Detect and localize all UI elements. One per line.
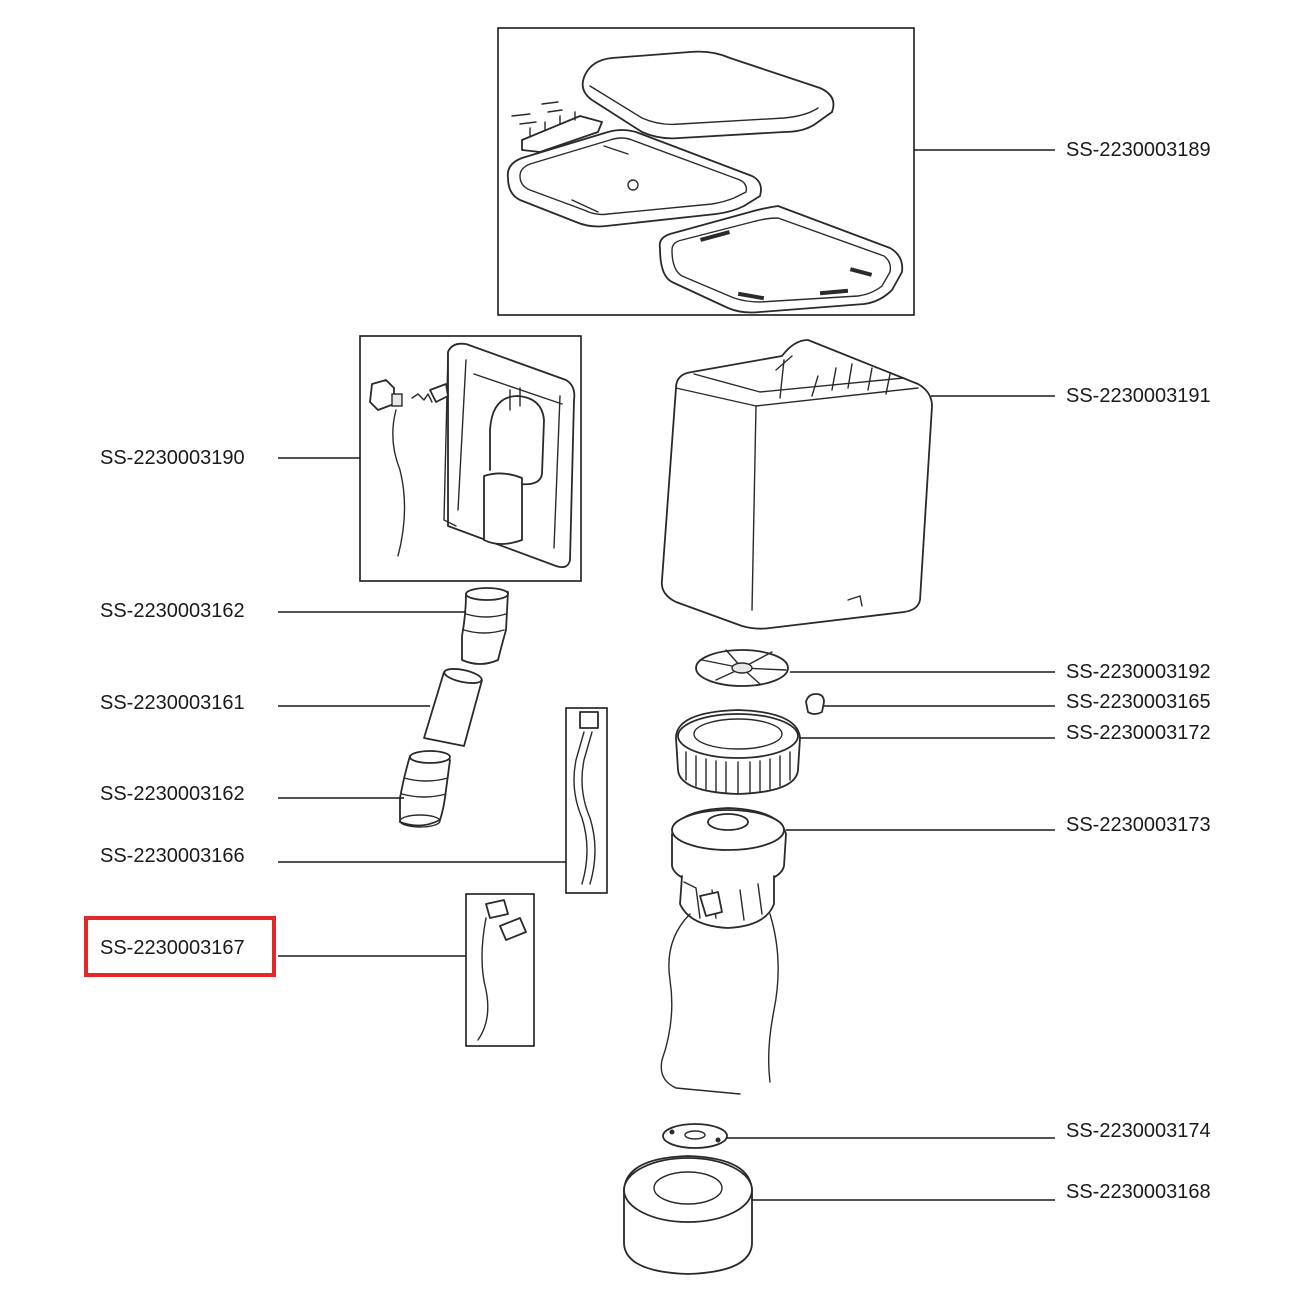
label-ss-2230003189[interactable]: SS-2230003189 <box>1066 139 1211 161</box>
label-ss-2230003161[interactable]: SS-2230003161 <box>100 692 245 714</box>
label-ss-2230003192[interactable]: SS-2230003192 <box>1066 661 1211 683</box>
label-ss-2230003172[interactable]: SS-2230003172 <box>1066 722 1211 744</box>
motor-part[interactable] <box>660 807 787 1095</box>
label-ss-2230003173[interactable]: SS-2230003173 <box>1066 814 1211 836</box>
foam-filter-part[interactable] <box>623 1155 753 1275</box>
small-cap-part[interactable] <box>805 693 825 715</box>
hose-part[interactable] <box>565 707 608 894</box>
label-ss-2230003166[interactable]: SS-2230003166 <box>100 845 245 867</box>
motor-base-part[interactable] <box>662 1123 728 1149</box>
connector-tube-bottom-part[interactable] <box>399 750 451 828</box>
outer-housing-part[interactable] <box>660 339 933 630</box>
label-ss-2230003190[interactable]: SS-2230003190 <box>100 447 245 469</box>
label-ss-2230003162-top[interactable]: SS-2230003162 <box>100 600 245 622</box>
switch-wire-part[interactable] <box>465 893 535 1047</box>
connector-tube-top-part[interactable] <box>461 587 509 665</box>
lid-assembly-part[interactable] <box>497 27 915 316</box>
label-ss-2230003167[interactable]: SS-2230003167 <box>100 937 245 959</box>
impeller-part[interactable] <box>695 649 789 687</box>
leader-lines <box>278 149 1055 1201</box>
filter-ring-part[interactable] <box>675 709 801 795</box>
label-ss-2230003168[interactable]: SS-2230003168 <box>1066 1181 1211 1203</box>
label-ss-2230003174[interactable]: SS-2230003174 <box>1066 1120 1211 1142</box>
label-ss-2230003165[interactable]: SS-2230003165 <box>1066 691 1211 713</box>
handle-water-tank-part[interactable] <box>359 335 582 582</box>
label-ss-2230003191[interactable]: SS-2230003191 <box>1066 385 1211 407</box>
straight-tube-part[interactable] <box>423 666 483 747</box>
label-ss-2230003162-bottom[interactable]: SS-2230003162 <box>100 783 245 805</box>
